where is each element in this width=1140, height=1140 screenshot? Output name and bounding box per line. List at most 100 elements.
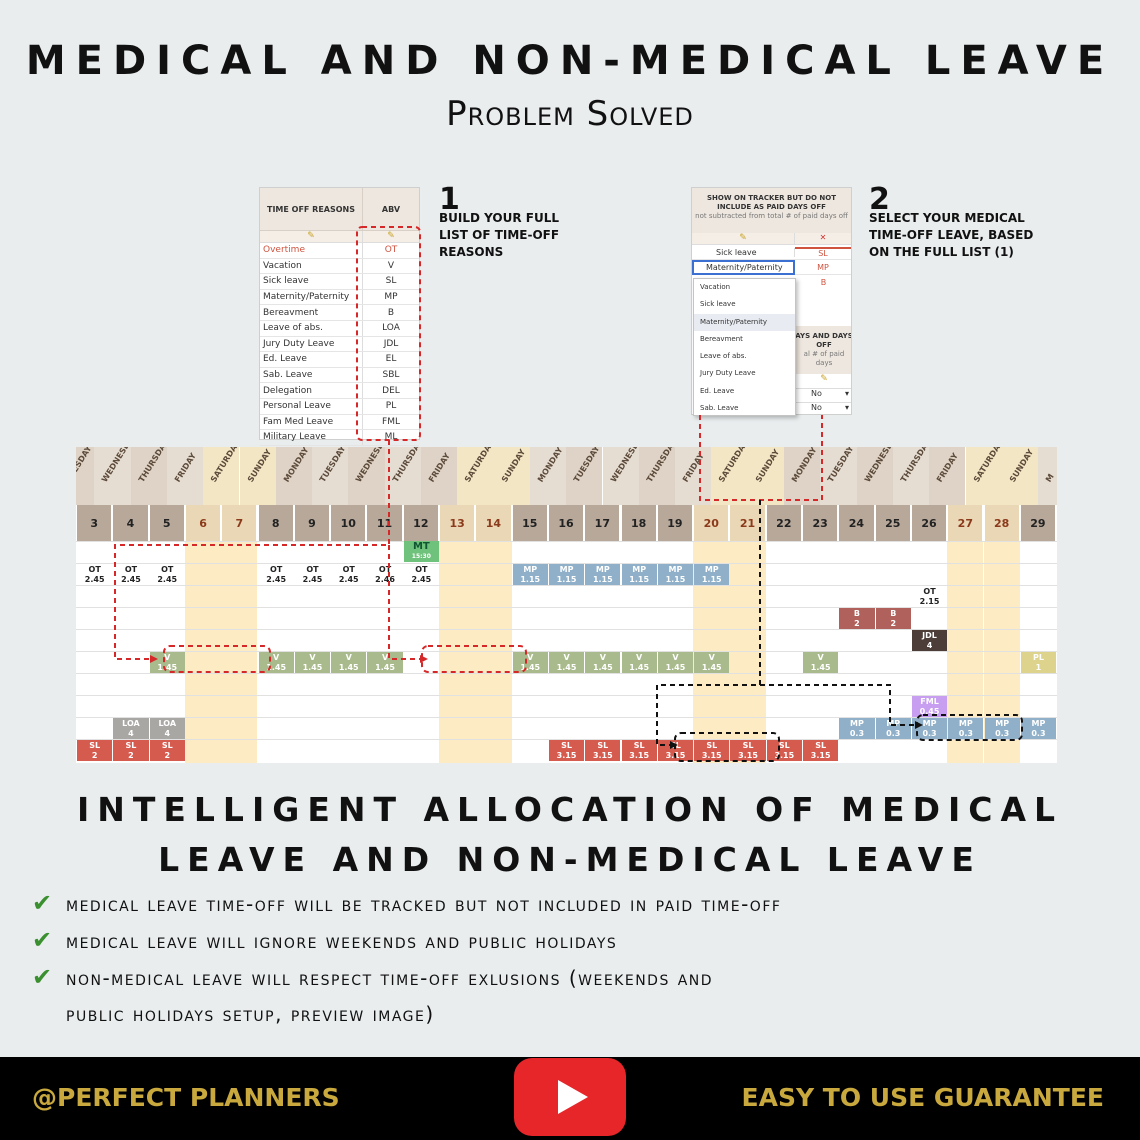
date-cell[interactable]: 10 (331, 505, 366, 541)
date-cell[interactable]: 14 (476, 505, 511, 541)
date-cell[interactable]: 8 (258, 505, 293, 541)
dropdown-option[interactable]: Sick leave (700, 300, 736, 309)
chevron-down-icon[interactable]: ▾ (844, 389, 849, 398)
date-cell[interactable]: 5 (149, 505, 184, 541)
youtube-play-icon[interactable] (514, 1058, 626, 1136)
dropdown-option[interactable]: Leave of abs. (700, 352, 747, 361)
date-cell[interactable]: 25 (875, 505, 910, 541)
date-cell[interactable]: 12 (403, 505, 438, 541)
panel-select-2[interactable]: Maternity/Paternity (692, 259, 795, 275)
date-cell[interactable]: 4 (113, 505, 148, 541)
panel-select-1[interactable]: Sick leave (692, 247, 795, 257)
date-cell[interactable]: 18 (621, 505, 656, 541)
panel-no-1[interactable]: No (811, 389, 822, 398)
date-cell[interactable]: 24 (839, 505, 874, 541)
date-cell[interactable]: 9 (294, 505, 330, 541)
chevron-down-icon[interactable]: ▾ (844, 403, 849, 412)
dropdown-option[interactable]: Vacation (700, 283, 731, 291)
close-icon[interactable]: ✕ (819, 233, 827, 242)
leave-dropdown-menu[interactable]: Vacation Sick leave Maternity/Paternity … (693, 278, 796, 416)
dropdown-option[interactable]: Jury Duty Leave (700, 369, 756, 378)
date-cell[interactable]: 17 (585, 505, 620, 541)
panel-no-2[interactable]: No (811, 403, 822, 412)
date-cell[interactable]: 7 (222, 505, 257, 541)
dropdown-option[interactable]: Ed. Leave (700, 386, 735, 395)
reason-row[interactable]: Leave of abs.LOA (260, 320, 419, 337)
date-cell[interactable]: 19 (657, 505, 693, 541)
footer-brand[interactable]: @PERFECT PLANNERS (32, 1083, 340, 1112)
dropdown-option-selected[interactable]: Maternity/Paternity (694, 313, 795, 331)
date-cell[interactable]: 23 (803, 505, 838, 541)
date-cell[interactable]: 15 (512, 505, 547, 541)
dropdown-option[interactable]: Sab. Leave (700, 404, 739, 413)
date-cell[interactable]: 26 (911, 505, 947, 541)
date-cell[interactable]: 3 (77, 505, 112, 541)
date-cell[interactable]: 11 (367, 505, 402, 541)
date-cell[interactable]: 16 (548, 505, 584, 541)
date-cell[interactable]: 29 (1020, 505, 1056, 541)
date-cell[interactable]: 22 (766, 505, 801, 541)
date-cell[interactable]: 21 (730, 505, 765, 541)
